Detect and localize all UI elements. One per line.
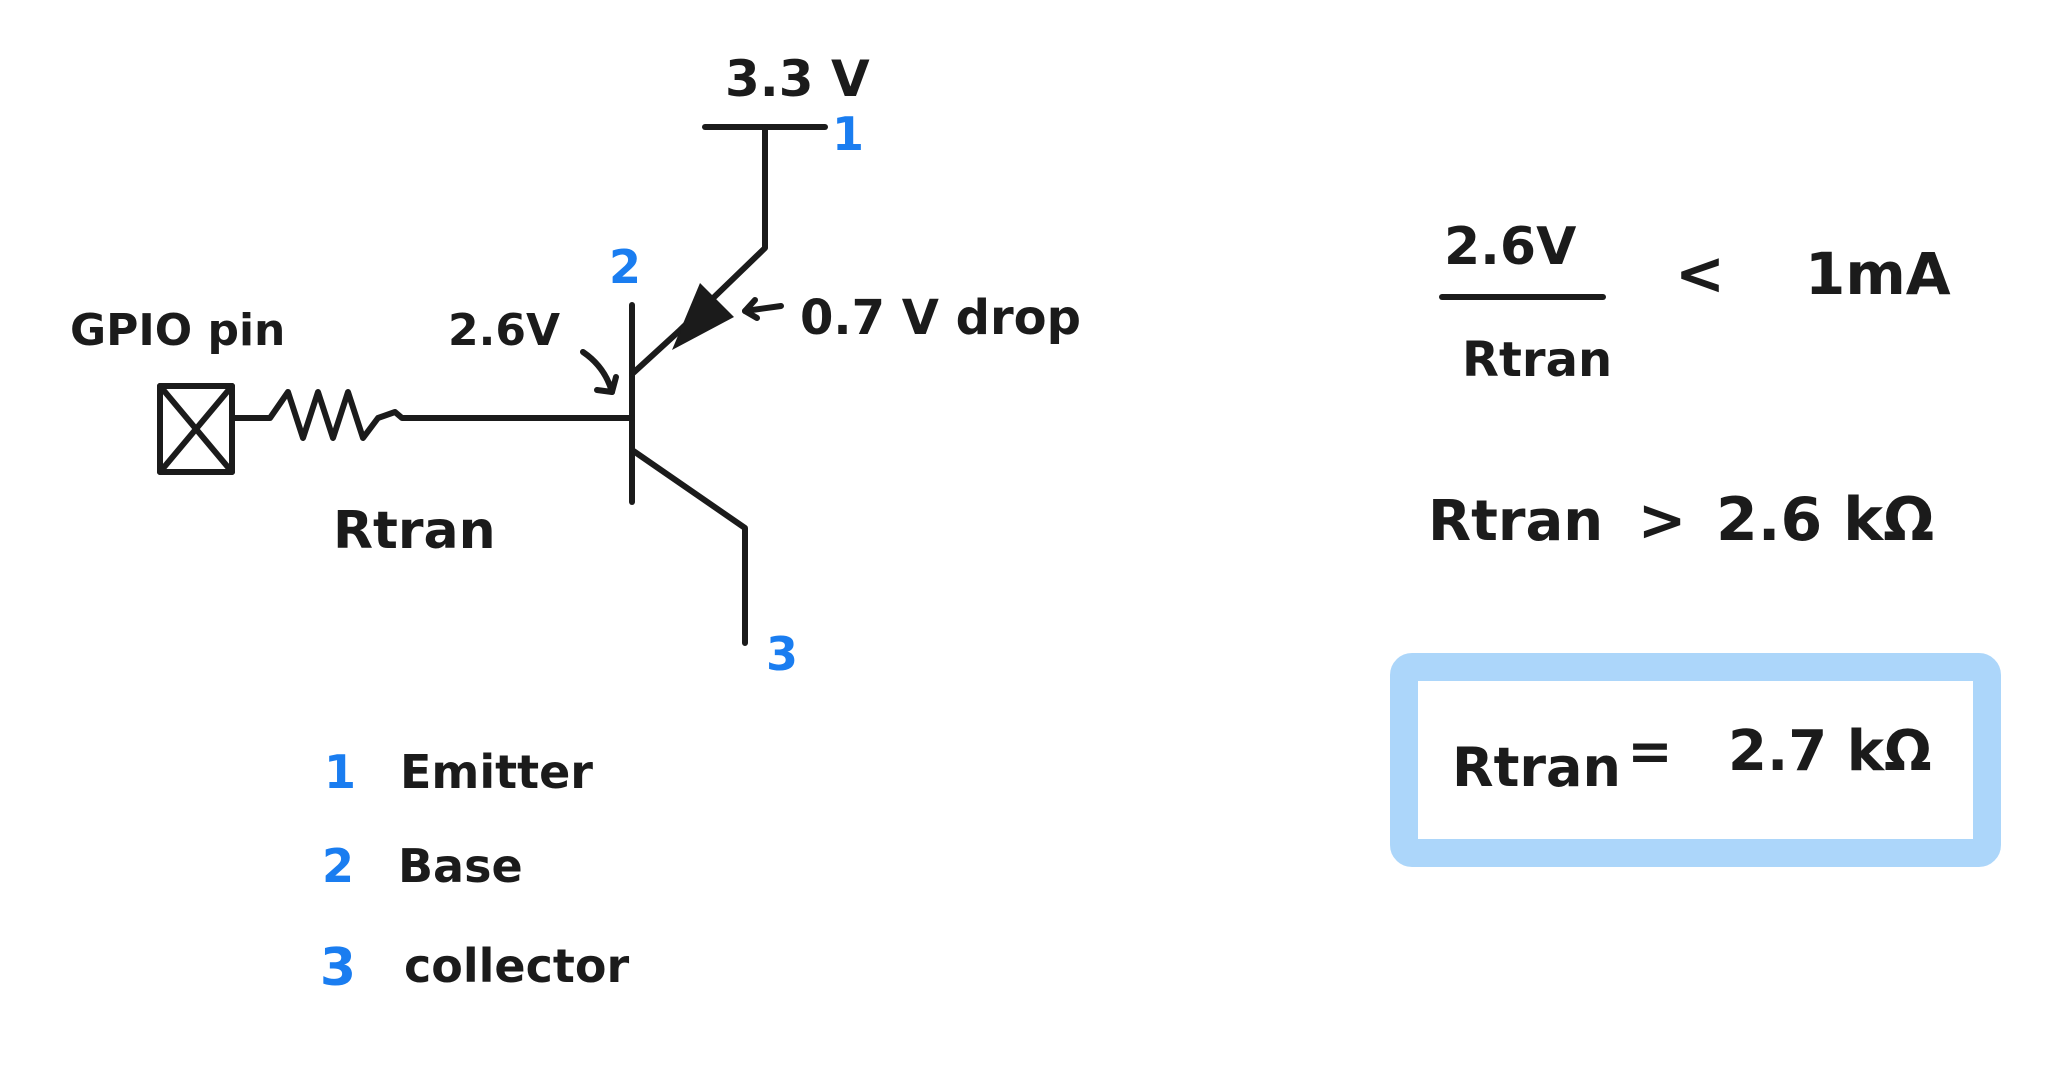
result-lhs: Rtran	[1452, 736, 1621, 799]
legend-number-2: 2	[322, 839, 354, 893]
result-equals: =	[1627, 720, 1672, 783]
equation-less-than: <	[1675, 239, 1725, 309]
equation-greater-than: >	[1638, 486, 1687, 554]
pin-number-emitter: 1	[832, 107, 864, 161]
gpio-pin-box-icon	[157, 383, 235, 475]
emitter-diagonal	[629, 329, 681, 377]
gpio-pin-label: GPIO pin	[70, 305, 285, 356]
equation-fraction-numerator: 2.6V	[1444, 217, 1576, 277]
legend-number-1: 1	[324, 745, 356, 799]
emitter-arrow-icon	[672, 283, 734, 350]
equation-fraction-denominator: Rtran	[1462, 332, 1612, 388]
gpio-pin-cross-b	[157, 383, 235, 475]
legend-number-3: 3	[320, 938, 356, 998]
legend-label-emitter: Emitter	[400, 745, 593, 799]
equation-line2-lhs: Rtran	[1428, 489, 1603, 554]
result-rhs: 2.7 kΩ	[1728, 719, 1932, 784]
base-voltage-arrow-icon	[580, 349, 615, 395]
legend-label-base: Base	[398, 839, 523, 893]
equation-line2-rhs: 2.6 kΩ	[1716, 485, 1934, 555]
drop-arrow-icon	[742, 303, 784, 314]
base-voltage-arrowhead-icon	[594, 374, 619, 395]
collector-lead	[629, 447, 748, 646]
drop-label: 0.7 V drop	[800, 290, 1081, 346]
pin-number-base: 2	[609, 240, 641, 294]
equation-current-limit: 1mA	[1805, 240, 1951, 308]
resistor-label: Rtran	[333, 501, 496, 561]
legend-label-collector: collector	[404, 939, 629, 993]
result-highlight-box	[1390, 653, 2001, 867]
resistor-zigzag-icon	[229, 389, 635, 441]
drop-arrowhead-icon	[742, 297, 760, 321]
base-voltage-label: 2.6V	[448, 305, 560, 356]
supply-voltage-label: 3.3 V	[725, 50, 870, 108]
pin-number-collector: 3	[766, 627, 798, 681]
